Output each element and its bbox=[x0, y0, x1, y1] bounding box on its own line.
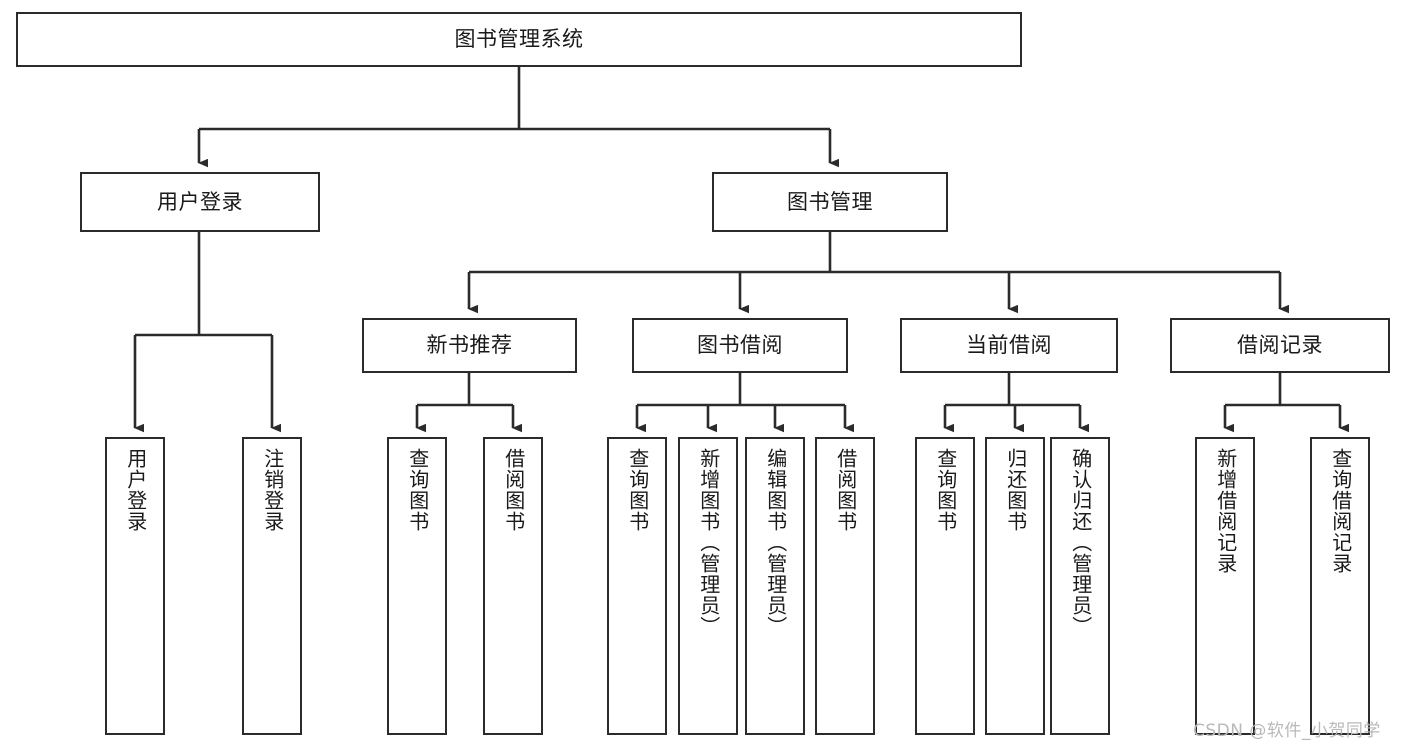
node-book-management[interactable]: 图书管理 bbox=[712, 172, 948, 232]
node-label: 图书管理 bbox=[787, 189, 873, 214]
node-label: 查询图书 bbox=[625, 448, 650, 532]
leaf-query-book-current[interactable]: 查询图书 bbox=[915, 437, 975, 735]
node-book-borrow[interactable]: 图书借阅 bbox=[632, 318, 848, 373]
node-label: 编辑图书（管理员） bbox=[763, 448, 788, 637]
leaf-user-login[interactable]: 用户登录 bbox=[105, 437, 165, 735]
leaf-add-book-admin[interactable]: 新增图书（管理员） bbox=[678, 437, 738, 735]
leaf-query-book-recommend[interactable]: 查询图书 bbox=[387, 437, 447, 735]
node-label: 确认归还（管理员） bbox=[1068, 448, 1093, 637]
leaf-borrow-book[interactable]: 借阅图书 bbox=[815, 437, 875, 735]
node-label: 借阅图书 bbox=[501, 448, 526, 532]
node-label: 图书借阅 bbox=[697, 333, 783, 358]
leaf-borrow-book-recommend[interactable]: 借阅图书 bbox=[483, 437, 543, 735]
node-label: 查询图书 bbox=[405, 448, 430, 532]
node-label: 用户登录 bbox=[123, 448, 148, 532]
leaf-return-book[interactable]: 归还图书 bbox=[985, 437, 1045, 735]
node-label: 用户登录 bbox=[157, 189, 243, 214]
node-label: 查询借阅记录 bbox=[1328, 448, 1353, 574]
node-label: 新书推荐 bbox=[426, 333, 513, 358]
node-label: 新增图书（管理员） bbox=[696, 448, 721, 637]
watermark: CSDN @软件_小贺同学 bbox=[1193, 721, 1381, 741]
node-label: 借阅记录 bbox=[1237, 333, 1323, 358]
leaf-confirm-return-admin[interactable]: 确认归还（管理员） bbox=[1050, 437, 1110, 735]
node-borrow-record[interactable]: 借阅记录 bbox=[1170, 318, 1390, 373]
node-current-borrow[interactable]: 当前借阅 bbox=[900, 318, 1118, 373]
leaf-query-borrow-record[interactable]: 查询借阅记录 bbox=[1310, 437, 1370, 735]
node-label: 当前借阅 bbox=[966, 333, 1052, 358]
node-label: 查询图书 bbox=[933, 448, 958, 532]
node-user-login[interactable]: 用户登录 bbox=[80, 172, 320, 232]
node-label: 归还图书 bbox=[1003, 448, 1028, 532]
node-label: 注销登录 bbox=[260, 448, 285, 532]
node-root-book-management-system[interactable]: 图书管理系统 bbox=[16, 12, 1022, 67]
leaf-query-book-borrow[interactable]: 查询图书 bbox=[607, 437, 667, 735]
node-new-book-recommend[interactable]: 新书推荐 bbox=[362, 318, 577, 373]
leaf-user-logout[interactable]: 注销登录 bbox=[242, 437, 302, 735]
leaf-add-borrow-record[interactable]: 新增借阅记录 bbox=[1195, 437, 1255, 735]
node-label: 图书管理系统 bbox=[454, 27, 584, 52]
node-label: 新增借阅记录 bbox=[1213, 448, 1238, 574]
node-label: 借阅图书 bbox=[833, 448, 858, 532]
leaf-edit-book-admin[interactable]: 编辑图书（管理员） bbox=[745, 437, 805, 735]
